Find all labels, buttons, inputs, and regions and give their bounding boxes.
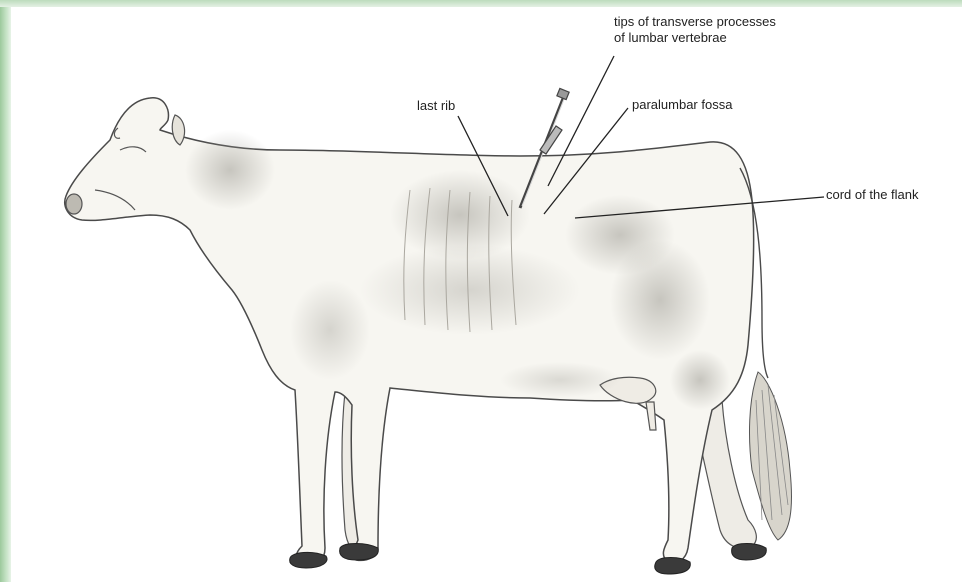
- cow-hooves: [290, 544, 767, 575]
- label-paralumbar-fossa: paralumbar fossa: [632, 97, 732, 113]
- label-tips-line2: of lumbar vertebrae: [614, 30, 776, 46]
- label-cord-of-the-flank: cord of the flank: [826, 187, 919, 203]
- label-last-rib: last rib: [417, 98, 455, 114]
- label-tips-line1: tips of transverse processes: [614, 14, 776, 30]
- label-tips-transverse-processes: tips of transverse processes of lumbar v…: [614, 14, 776, 46]
